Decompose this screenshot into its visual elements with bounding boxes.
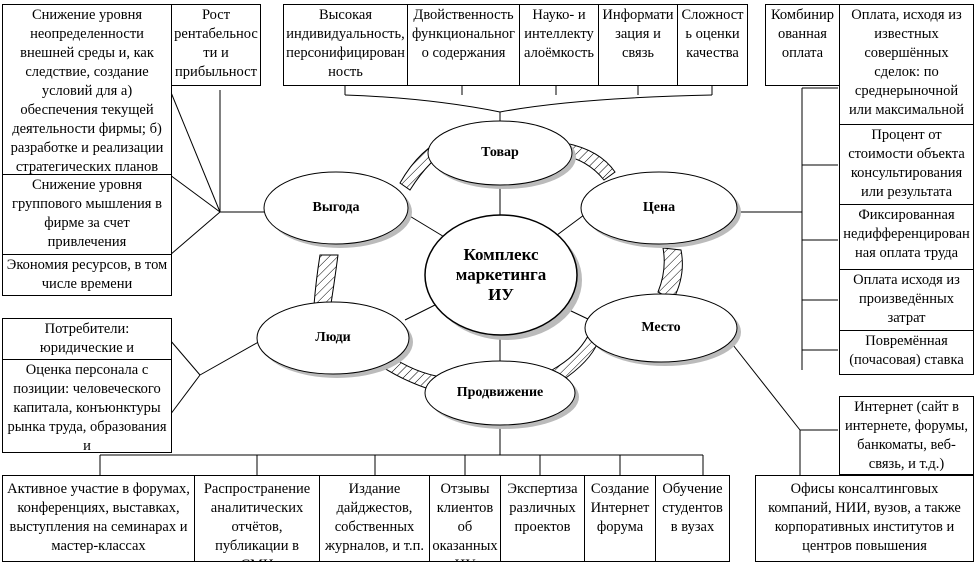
center-node: Комплекс маркетинга ИУ: [456, 245, 547, 305]
place-internet-box: Интернет (сайт в интернете, форумы, банк…: [839, 396, 974, 475]
place-offices-box: Офисы консалтинговых компаний, НИИ, вузо…: [755, 475, 974, 562]
node-price: Цена: [642, 200, 676, 215]
promotion-item-box: Издание дайджестов, собственных журналов…: [319, 475, 430, 562]
benefit-uncertainty-box: Снижение уровня неопределенности внешней…: [2, 4, 172, 175]
node-people: Люди: [315, 330, 351, 345]
center-line-2: маркетинга: [455, 265, 547, 284]
benefit-savings-box: Экономия ресурсов, в том числе времени: [2, 254, 172, 296]
product-feature-box: Двойственность функционального содержани…: [407, 4, 520, 86]
price-hourly-box: Повремённая (почасовая) ставка: [839, 330, 974, 375]
node-product: Товар: [481, 145, 519, 160]
node-place: Место: [641, 320, 681, 335]
product-feature-box: Науко- и интеллектуалоёмкость: [519, 4, 599, 86]
node-promotion: Продвижение: [456, 385, 544, 400]
promotion-item-box: Экспертиза различных проектов: [500, 475, 585, 562]
benefit-profitability-box: Рост рентабельности и прибыльности: [171, 4, 261, 86]
product-feature-box: Высокая индивидуальность, персонифициров…: [283, 4, 408, 86]
product-feature-box: Сложность оценки качества: [677, 4, 748, 86]
promotion-item-box: Создание Интернет форума: [584, 475, 656, 562]
price-fixed-box: Фиксированная недифференцированная оплат…: [839, 204, 974, 270]
people-assessment-box: Оценка персонала с позиции: человеческог…: [2, 359, 172, 453]
center-line-3: ИУ: [488, 285, 514, 304]
price-by-costs-box: Оплата исходя из произведённых затрат: [839, 269, 974, 331]
node-benefit: Выгода: [312, 200, 360, 215]
price-percent-box: Процент от стоимости объекта консультиро…: [839, 124, 974, 205]
product-feature-box: Информатизация и связь: [598, 4, 678, 86]
price-combined-box: Комбинированная оплата: [765, 4, 840, 86]
people-consumers-box: Потребители: юридические и: [2, 318, 172, 360]
benefit-groupthink-box: Снижение уровня группового мышления в фи…: [2, 174, 172, 255]
center-line-1: Комплекс: [463, 245, 539, 264]
promotion-item-box: Распространение аналитических отчётов, п…: [194, 475, 320, 562]
price-by-deals-box: Оплата, исходя из известных совершённых …: [839, 4, 974, 125]
promotion-item-box: Активное участие в форумах, конференциях…: [2, 475, 195, 562]
promotion-item-box: Обучение студентов в вузах: [655, 475, 730, 562]
promotion-item-box: Отзывы клиентов об оказанных ИУ: [429, 475, 501, 562]
